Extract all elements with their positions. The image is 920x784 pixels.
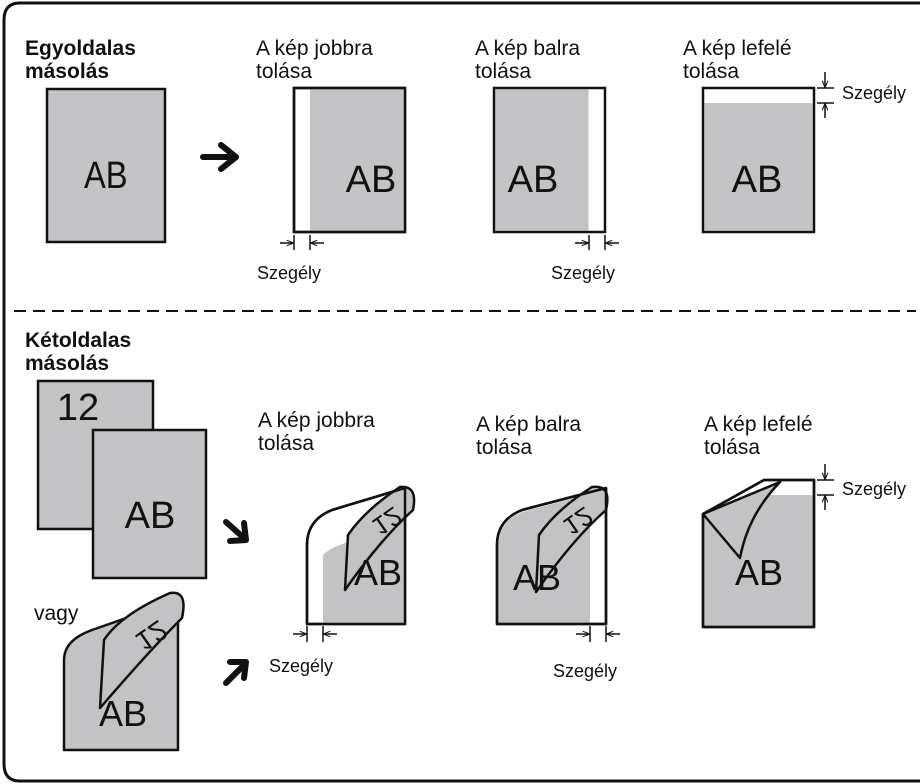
margin-dimension-icon (293, 626, 337, 642)
page-text: AB (732, 159, 783, 201)
or-label: vagy (34, 602, 79, 625)
option-title: tolása (256, 60, 313, 83)
page-text: AB (99, 693, 147, 734)
option-title: A kép balra (476, 413, 582, 436)
page-text: AB (125, 495, 176, 537)
section-heading: másolás (25, 60, 110, 83)
section-heading: Egyoldalas (25, 37, 136, 60)
margin-dimension-icon (817, 464, 834, 510)
page-text: AB (508, 159, 559, 201)
back-page-text: 12 (57, 387, 99, 429)
option-title: tolása (258, 432, 315, 455)
option-title: tolása (475, 60, 532, 83)
page-text: AB (513, 557, 561, 598)
margin-label: Szegély (551, 263, 616, 283)
option-title: tolása (476, 436, 533, 459)
double-shift-right-page (305, 485, 416, 626)
margin-dimension-icon (576, 626, 620, 642)
page-text: AB (84, 154, 128, 197)
margin-label: Szegély (553, 661, 618, 681)
curled-sheet (62, 591, 185, 752)
single-shift-down-page (701, 86, 816, 234)
double-original-front-page (91, 428, 208, 580)
margin-dimension-icon (817, 72, 834, 118)
option-title: tolása (704, 436, 761, 459)
section-heading: másolás (25, 352, 110, 375)
arrow-right-icon (200, 142, 239, 172)
margin-label: Szegély (842, 83, 907, 103)
arrow-up-right-icon (223, 659, 249, 686)
single-shift-right-page (292, 86, 407, 234)
double-shift-left-page (495, 485, 609, 626)
option-title: A kép lefelé (683, 37, 792, 60)
arrow-down-right-icon (223, 519, 249, 544)
option-title: A kép jobbra (258, 409, 375, 432)
page-text: AB (346, 159, 397, 201)
single-original-page (45, 87, 167, 244)
double-shift-down-page (701, 478, 816, 629)
single-shift-left-page (492, 86, 607, 234)
option-title: A kép balra (475, 37, 581, 60)
option-title: A kép jobbra (256, 37, 373, 60)
margin-dimension-icon (280, 235, 324, 250)
page-text: AB (354, 552, 402, 593)
margin-label: Szegély (842, 479, 907, 499)
margin-label: Szegély (269, 656, 334, 676)
option-title: A kép lefelé (704, 413, 813, 436)
margin-dimension-icon (575, 235, 619, 250)
section-heading: Kétoldalas (25, 329, 132, 352)
page-text: AB (735, 552, 783, 593)
option-title: tolása (683, 60, 740, 83)
margin-label: Szegély (257, 263, 322, 283)
